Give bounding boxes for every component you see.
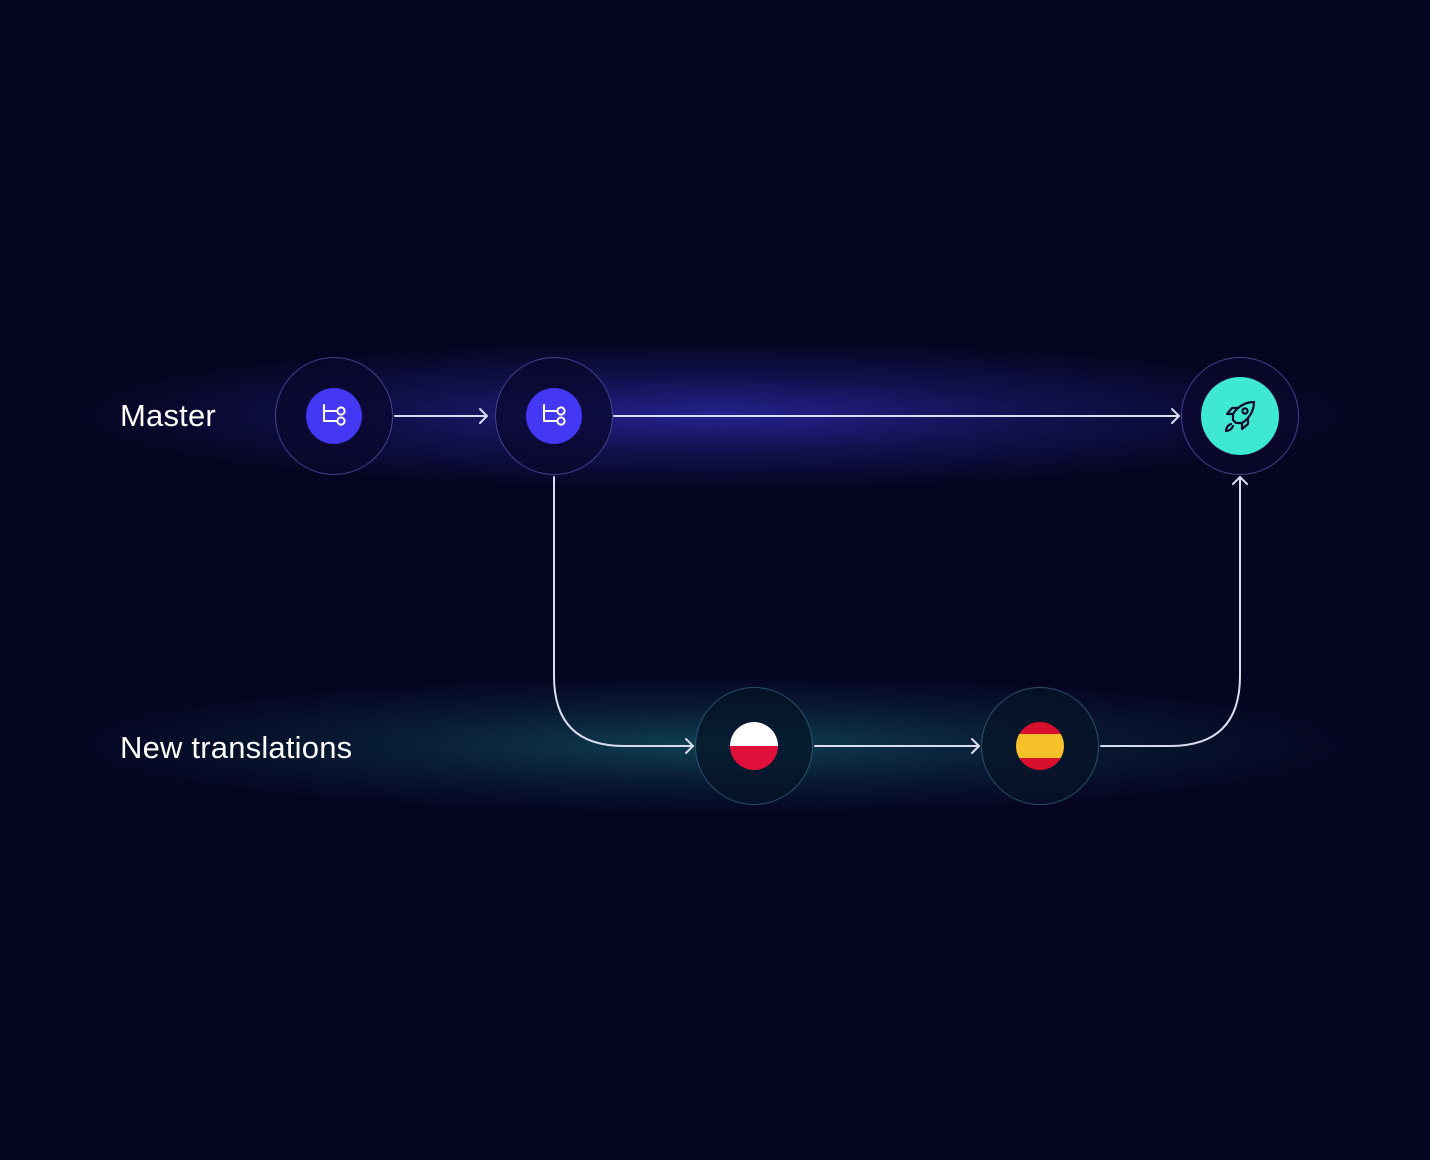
spain-flag-icon bbox=[1016, 722, 1064, 770]
branch-icon bbox=[543, 404, 566, 426]
branch-icon-badge bbox=[526, 388, 582, 444]
arrow-pl-to-es bbox=[814, 738, 980, 754]
arrow-master-2-to-release bbox=[613, 408, 1180, 424]
translation-node-es bbox=[981, 687, 1099, 805]
master-branch-node-2 bbox=[495, 357, 613, 475]
arrow-master-1-to-2 bbox=[394, 408, 488, 424]
arrow-branch-to-pl bbox=[553, 476, 694, 754]
branch-icon bbox=[323, 404, 346, 426]
release-node bbox=[1181, 357, 1299, 475]
branch-icon-badge bbox=[306, 388, 362, 444]
translations-lane-label: New translations bbox=[120, 730, 353, 765]
master-branch-node-1 bbox=[275, 357, 393, 475]
poland-flag-icon bbox=[730, 722, 778, 770]
arrow-es-to-release bbox=[1100, 476, 1248, 747]
rocket-icon-badge bbox=[1201, 377, 1279, 455]
master-lane-label: Master bbox=[120, 398, 216, 433]
translation-node-pl bbox=[695, 687, 813, 805]
rocket-icon bbox=[1224, 400, 1256, 433]
